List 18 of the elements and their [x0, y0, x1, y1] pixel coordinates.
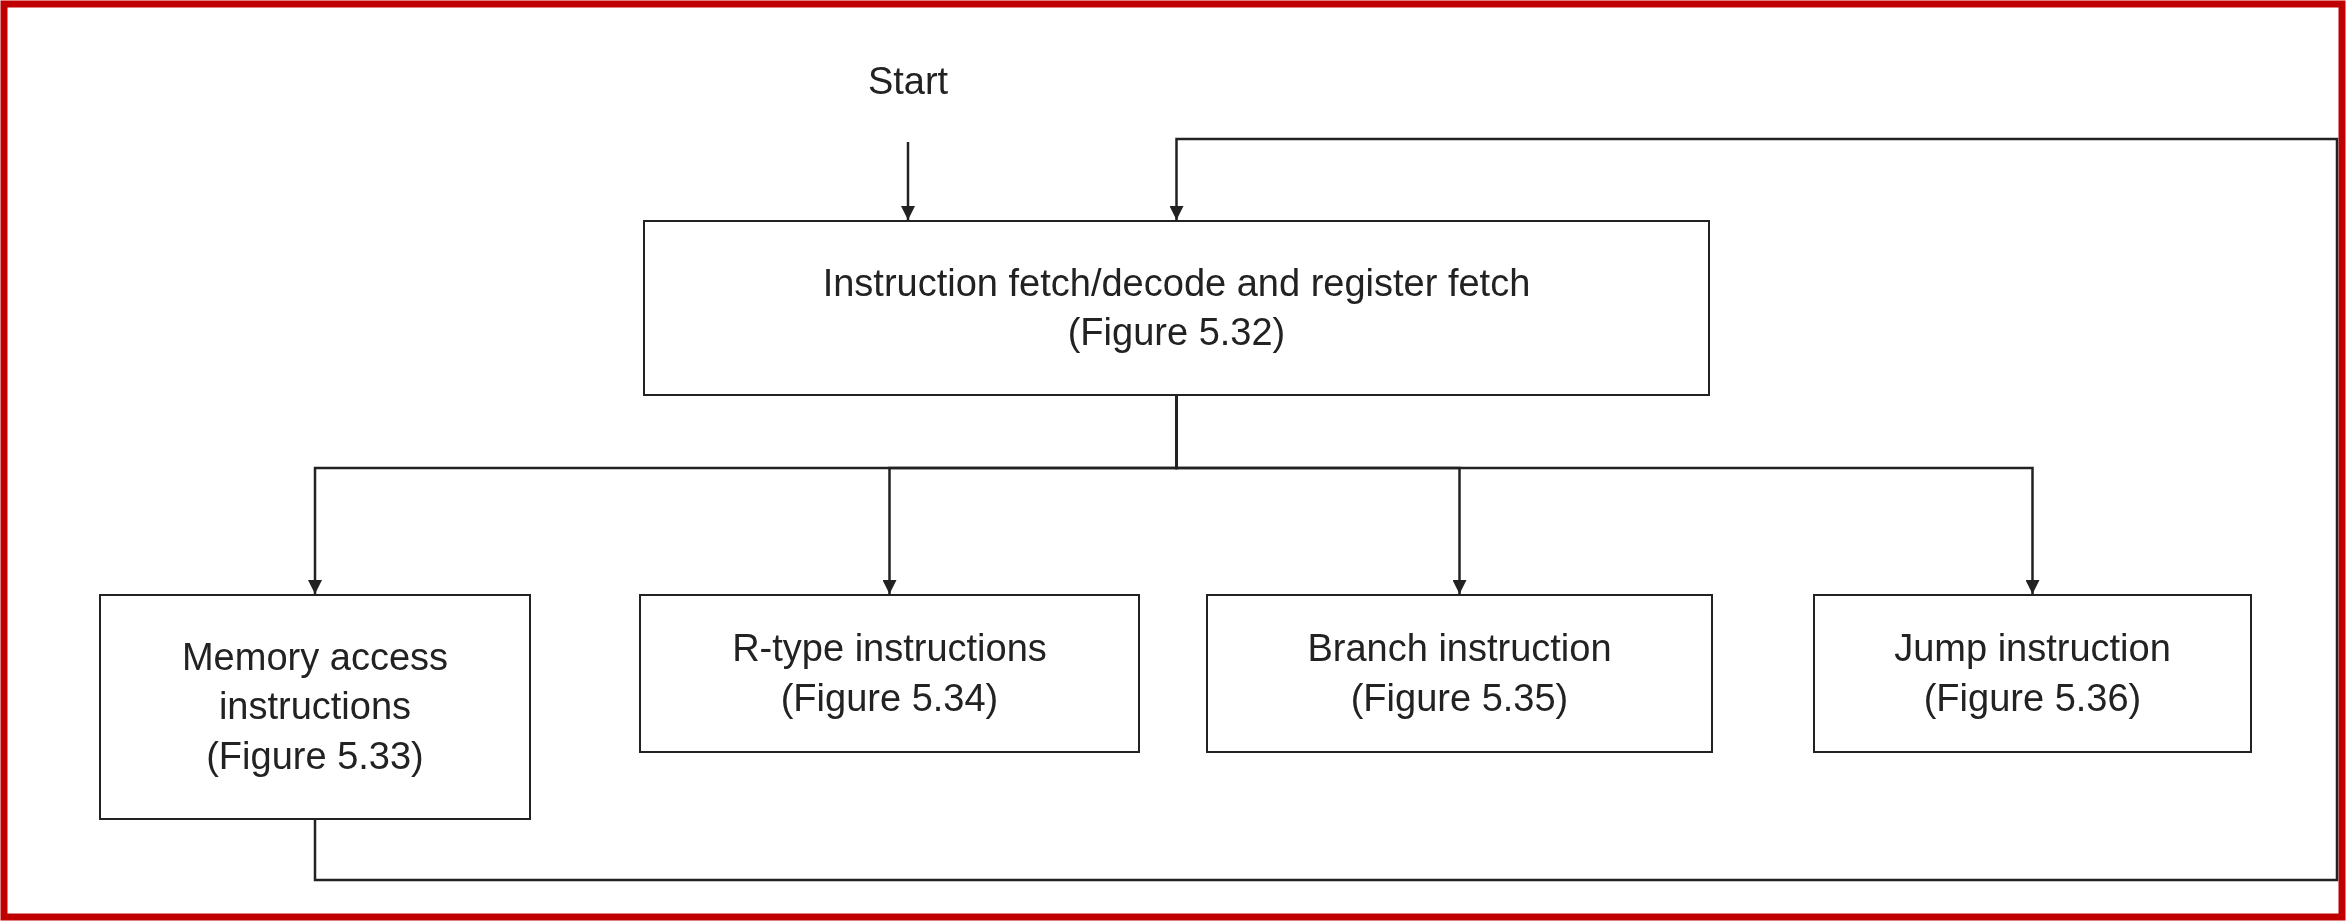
box-label: Branch instruction [1307, 626, 1612, 672]
process-box [99, 594, 531, 820]
box-label: (Figure 5.35) [1350, 675, 1569, 721]
box-label: (Figure 5.34) [780, 675, 999, 721]
box-label: Memory access instructions [180, 634, 450, 730]
box-label: (Figure 5.32) [1067, 310, 1286, 355]
start-label: Start [867, 59, 949, 105]
box-label: Jump instruction [1894, 626, 2171, 672]
box-label: (Figure 5.36) [1923, 675, 2142, 721]
process-box [1813, 594, 2252, 753]
process-box [643, 220, 1710, 396]
arrow [901, 142, 915, 220]
box-label: R-type instructions [732, 626, 1047, 672]
box-label: (Figure 5.33) [206, 733, 424, 779]
process-box [1206, 594, 1713, 753]
arrow [313, 137, 2339, 882]
box-label: Instruction fetch/decode and register fetch [822, 260, 1531, 306]
process-box [639, 594, 1140, 753]
